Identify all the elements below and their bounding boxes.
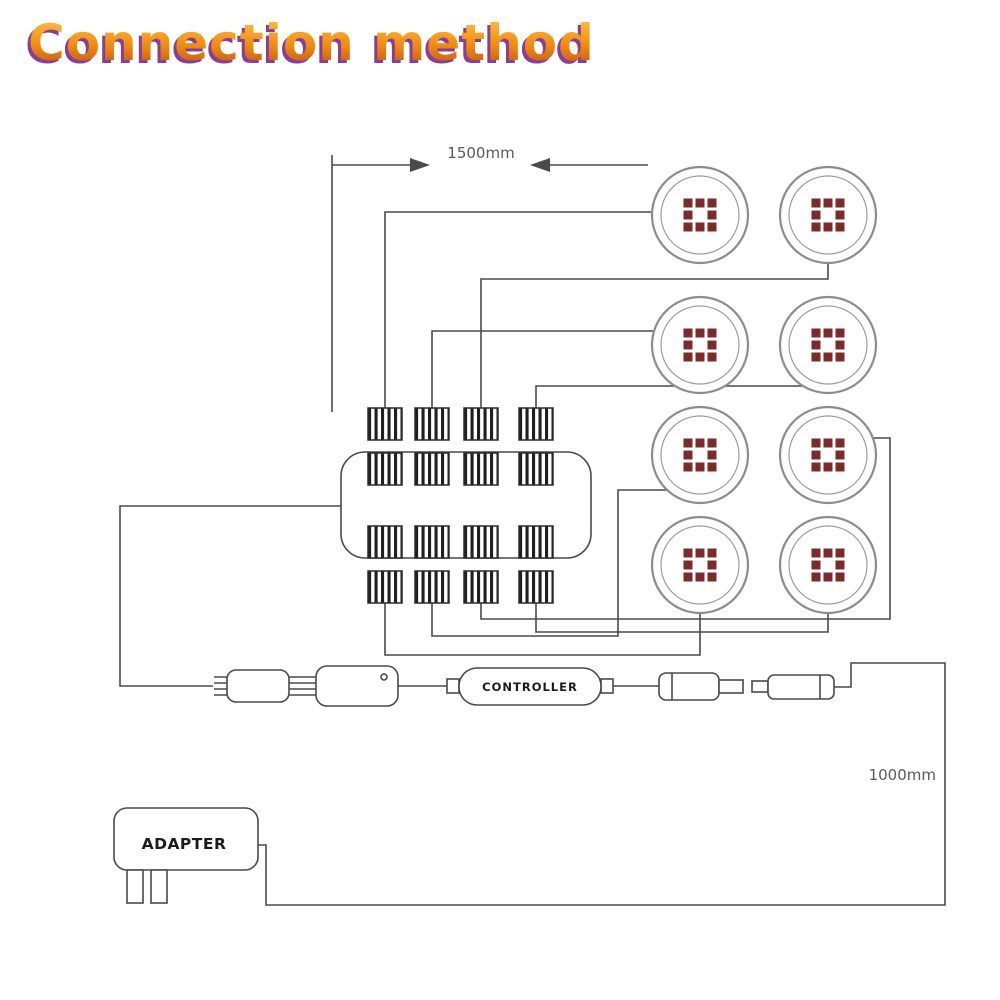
hub-plug-bottom-4 xyxy=(518,570,554,604)
connector-body xyxy=(315,665,399,707)
hub-socket-top-3 xyxy=(463,452,499,486)
four-pin-connector-female xyxy=(315,665,399,707)
controller-strain-relief-right xyxy=(600,678,614,694)
wire-puck-5 xyxy=(431,489,667,637)
puck-light-3 xyxy=(650,295,750,395)
adapter-label: ADAPTER xyxy=(142,835,227,853)
puck-light-8 xyxy=(778,515,878,615)
controller-label: CONTROLLER xyxy=(482,680,578,694)
puck-light-4 xyxy=(778,295,878,395)
hub-plug-top-3 xyxy=(463,407,499,441)
arrow-left-icon xyxy=(530,158,550,172)
puck-light-6 xyxy=(778,405,878,505)
connector-pins-left xyxy=(214,676,227,696)
hub-socket-top-1 xyxy=(367,452,403,486)
connector-body xyxy=(226,669,290,703)
puck-light-2 xyxy=(778,165,878,265)
controller-box: CONTROLLER xyxy=(446,667,614,706)
controller-strain-relief-left xyxy=(446,678,460,694)
page-title: Connection method Connection method xyxy=(25,14,595,75)
hub-socket-top-2 xyxy=(414,452,450,486)
power-chain: CONTROLLER 1000mm xyxy=(214,662,946,906)
dimension-1000mm-label: 1000mm xyxy=(869,766,936,784)
power-adapter: ADAPTER xyxy=(113,807,259,904)
hub-plug-bottom-2 xyxy=(414,570,450,604)
jack-body xyxy=(658,672,720,701)
wire-adapter-cable xyxy=(258,662,946,906)
four-pin-connector-male xyxy=(214,669,290,703)
connector-pins-middle xyxy=(289,676,316,696)
connector-latch-dot xyxy=(380,673,388,681)
wire-puck-7 xyxy=(384,603,701,656)
hub-plug-bottom-1 xyxy=(367,570,403,604)
plug-tip xyxy=(751,680,769,693)
dc-female-jack xyxy=(658,672,744,701)
wire-puck-3 xyxy=(431,330,654,408)
dimension-1500mm-label: 1500mm xyxy=(447,144,514,162)
hub-plug-top-1 xyxy=(367,407,403,441)
wire-puck-6 xyxy=(480,437,891,620)
controller-body xyxy=(458,667,602,706)
wire-puck-8 xyxy=(535,603,829,633)
plug-body xyxy=(767,674,835,700)
dimension-1500mm: 1500mm xyxy=(331,144,648,412)
distribution-hub xyxy=(340,407,592,604)
hub-socket-bottom-3 xyxy=(463,525,499,559)
hub-plug-top-4 xyxy=(518,407,554,441)
dc-male-plug xyxy=(751,674,835,700)
hub-socket-top-4 xyxy=(518,452,554,486)
adapter-prong-left xyxy=(126,869,144,904)
adapter-body xyxy=(113,807,259,871)
puck-light-5 xyxy=(650,405,750,505)
puck-light-7 xyxy=(650,515,750,615)
hub-socket-bottom-4 xyxy=(518,525,554,559)
jack-nozzle xyxy=(718,679,744,694)
hub-plug-top-2 xyxy=(414,407,450,441)
page-title-shadow: Connection method xyxy=(25,17,592,75)
puck-lights xyxy=(650,165,878,615)
hub-plug-bottom-3 xyxy=(463,570,499,604)
hub-socket-bottom-2 xyxy=(414,525,450,559)
puck-light-1 xyxy=(650,165,750,265)
wire-puck-1 xyxy=(384,211,653,408)
wire-puck-2 xyxy=(480,264,829,408)
arrow-right-icon xyxy=(410,158,430,172)
page-title-text: Connection method xyxy=(28,14,595,72)
hub-socket-bottom-1 xyxy=(367,525,403,559)
wire-hub-input xyxy=(119,505,341,687)
adapter-prong-right xyxy=(150,869,168,904)
